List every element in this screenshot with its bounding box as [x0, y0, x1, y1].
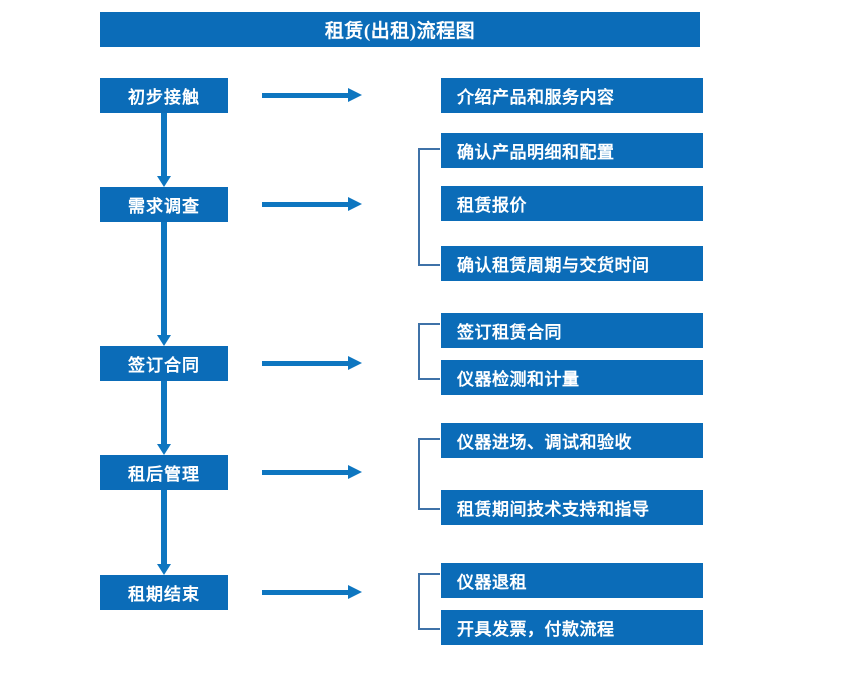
arrow-shaft — [262, 470, 350, 475]
detail-box-confirm-period-delivery[interactable]: 确认租赁周期与交货时间 — [441, 246, 703, 281]
bracket-lease-end-group — [418, 573, 440, 630]
detail-box-rental-quote[interactable]: 租赁报价 — [441, 186, 703, 221]
detail-box-sign-rental-contract[interactable]: 签订租赁合同 — [441, 313, 703, 348]
arrow-head-icon — [157, 176, 171, 187]
detail-box-instrument-inspection[interactable]: 仪器检测和计量 — [441, 360, 703, 395]
detail-box-confirm-product-config[interactable]: 确认产品明细和配置 — [441, 133, 703, 168]
arrow-head-icon — [348, 356, 362, 370]
page-title: 租赁(出租)流程图 — [100, 12, 700, 47]
arrow-head-icon — [157, 564, 171, 575]
detail-box-instrument-onsite[interactable]: 仪器进场、调试和验收 — [441, 423, 703, 458]
arrow-shaft — [262, 590, 350, 595]
arrow-head-icon — [157, 335, 171, 346]
arrow-shaft — [161, 222, 167, 335]
arrow-shaft — [262, 202, 350, 207]
arrow-head-icon — [157, 444, 171, 455]
stage-box-sign-contract[interactable]: 签订合同 — [100, 346, 228, 381]
detail-box-instrument-return[interactable]: 仪器退租 — [441, 563, 703, 598]
arrow-right-post-rental-mgmt — [262, 465, 362, 479]
arrow-shaft — [262, 93, 350, 98]
arrow-down-to-needs-survey — [157, 113, 171, 187]
arrow-head-icon — [348, 197, 362, 211]
stage-box-post-rental-mgmt[interactable]: 租后管理 — [100, 455, 228, 490]
arrow-shaft — [161, 113, 167, 176]
stage-box-lease-end[interactable]: 租期结束 — [100, 575, 228, 610]
arrow-right-lease-end — [262, 585, 362, 599]
detail-box-technical-support[interactable]: 租赁期间技术支持和指导 — [441, 490, 703, 525]
stage-box-initial-contact[interactable]: 初步接触 — [100, 78, 228, 113]
arrow-head-icon — [348, 88, 362, 102]
detail-box-introduce-products[interactable]: 介绍产品和服务内容 — [441, 78, 703, 113]
arrow-head-icon — [348, 465, 362, 479]
arrow-head-icon — [348, 585, 362, 599]
arrow-shaft — [262, 361, 350, 366]
arrow-right-sign-contract — [262, 356, 362, 370]
arrow-right-needs-survey — [262, 197, 362, 211]
arrow-down-to-post-rental-mgmt — [157, 381, 171, 455]
bracket-needs-survey-group — [418, 148, 440, 266]
bracket-post-rental-mgmt-group — [418, 438, 440, 510]
detail-box-invoice-payment[interactable]: 开具发票，付款流程 — [441, 610, 703, 645]
arrow-right-initial-contact — [262, 88, 362, 102]
bracket-sign-contract-group — [418, 323, 440, 380]
arrow-down-to-sign-contract — [157, 222, 171, 346]
stage-box-needs-survey[interactable]: 需求调查 — [100, 187, 228, 222]
arrow-shaft — [161, 381, 167, 444]
arrow-down-to-lease-end — [157, 490, 171, 575]
arrow-shaft — [161, 490, 167, 564]
